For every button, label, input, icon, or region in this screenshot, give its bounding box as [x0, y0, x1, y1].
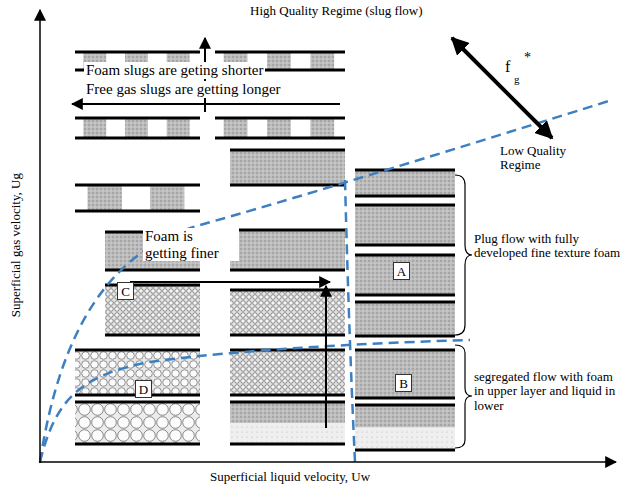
foam-slug	[224, 118, 248, 138]
pipe-wall	[355, 254, 455, 257]
pipe-wall	[355, 404, 455, 407]
foam-slug	[83, 118, 106, 138]
liquid-layer	[355, 428, 455, 451]
foam-fill	[230, 290, 345, 335]
pipe-wall	[215, 117, 345, 120]
foam-fill	[75, 402, 200, 444]
pipe-wall	[230, 401, 345, 404]
pipe-wall	[215, 51, 345, 54]
trend-note: Foam is getting finer	[143, 228, 239, 261]
pipe-wall	[355, 349, 455, 352]
pipe-wall	[75, 117, 200, 120]
pipe-wall	[355, 169, 455, 172]
pipe-wall	[355, 204, 455, 207]
regime-marker-box: B	[395, 374, 412, 392]
pipe-wall	[75, 401, 200, 404]
foam-fill	[355, 302, 455, 336]
pipe-wall	[230, 269, 345, 272]
brace	[455, 175, 472, 335]
foam-fill	[355, 255, 455, 295]
pipe-wall	[75, 184, 200, 187]
pipe-wall	[230, 394, 345, 397]
trend-note: Free gas slugs are getting longer	[84, 81, 283, 98]
regime-letter: A	[397, 265, 406, 278]
foam-slug	[267, 118, 291, 138]
trend-arrow	[130, 281, 330, 283]
pipe-wall	[230, 149, 345, 152]
plot-title: High Quality Regime (slug flow)	[250, 4, 423, 18]
foam-slug	[310, 52, 334, 70]
pipe-wall	[75, 210, 200, 213]
liquid-layer	[230, 423, 345, 444]
boundary-symbol: f	[505, 58, 510, 76]
pipe-wall	[355, 294, 455, 297]
pipe-wall	[75, 137, 200, 140]
pipe-wall	[355, 449, 455, 452]
regime-marker-box: D	[135, 380, 152, 398]
axis-title: Superficial gas velocity, Ug	[9, 173, 23, 317]
segregation-boundary	[40, 340, 470, 462]
pipe-wall	[230, 334, 345, 337]
axis-title: Superficial liquid velocity, Uw	[210, 470, 370, 484]
y-axis	[39, 10, 41, 463]
brace	[455, 345, 472, 448]
foam-slug	[125, 118, 148, 138]
regime-label: Low Quality Regime	[500, 144, 590, 173]
foam-slug	[267, 52, 291, 70]
pipe-wall	[355, 397, 455, 400]
pipe-wall	[355, 335, 455, 338]
regime-note: segregated flow with foam in upper layer…	[474, 370, 622, 413]
foam-slug	[150, 185, 184, 211]
foam-layer	[230, 402, 345, 423]
regime-double-arrow	[452, 38, 552, 138]
liquid-boundary	[345, 180, 355, 462]
trend-note: Foam slugs are geting shorter	[84, 62, 265, 79]
pipe-sections	[75, 52, 455, 450]
regime-note: Plug flow with fully developed fine text…	[474, 232, 622, 261]
regime-letter: C	[121, 285, 130, 298]
boundary-subscript: g	[514, 73, 520, 85]
pipe-wall	[75, 349, 200, 352]
regime-letter: B	[399, 377, 408, 390]
pipe-wall	[215, 137, 345, 140]
regime-letter: D	[139, 383, 148, 396]
foam-fill	[230, 350, 345, 395]
pipe-wall	[230, 184, 345, 187]
foam-fill	[355, 350, 455, 398]
fg-star-boundary	[40, 100, 612, 462]
pipe-wall	[105, 334, 200, 337]
foam-fill	[230, 150, 345, 185]
foam-fill	[230, 230, 345, 270]
pipe-wall	[75, 443, 200, 446]
pipe-wall	[75, 51, 200, 54]
pipe-wall	[230, 443, 345, 446]
foam-slug	[88, 185, 122, 211]
pipe-wall	[230, 289, 345, 292]
pipe-wall	[355, 244, 455, 247]
boundary-superscript: *	[524, 50, 531, 65]
foam-slug	[310, 118, 334, 138]
foam-slug	[167, 118, 190, 138]
regime-marker-box: C	[117, 282, 134, 300]
foam-fill	[355, 205, 455, 245]
trend-arrow	[325, 286, 327, 428]
pipe-wall	[355, 195, 455, 198]
pipe-wall	[230, 229, 345, 232]
pipe-wall	[355, 301, 455, 304]
foam-layer	[355, 405, 455, 428]
regime-marker-box: A	[393, 262, 410, 280]
x-axis	[39, 461, 616, 463]
